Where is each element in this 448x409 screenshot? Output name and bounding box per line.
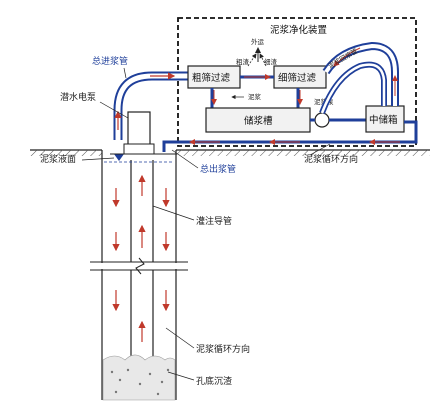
submersible-pump-label: 潜水电泵	[60, 91, 96, 103]
ground-hatch-right	[176, 150, 430, 156]
coarse-residue-label: 粗渣	[236, 57, 250, 66]
circulation-direction-bottom-label: 泥浆循环方向	[196, 343, 250, 355]
fine-screen-label: 细筛过滤	[278, 72, 317, 84]
break-zigzag	[135, 257, 145, 275]
intermediate-tank-box	[365, 105, 405, 133]
slurry-surface-label: 泥浆液面	[40, 153, 76, 165]
ground-hatch-left	[30, 150, 102, 156]
tremie-pipe-label: 灌注导管	[196, 215, 232, 227]
slurry-pump-circle	[314, 112, 330, 128]
slurry-tank-label: 储浆槽	[244, 115, 273, 127]
bottom-sediment-label: 孔底沉渣	[196, 375, 232, 387]
fine-residue-label: 细渣	[264, 57, 278, 66]
purification-device-label: 泥浆净化装置	[270, 24, 327, 36]
circulation-direction-top-label: 泥浆循环方向	[304, 153, 358, 165]
intermediate-tank-label: 中储箱	[369, 114, 398, 126]
total-outlet-pipe	[162, 120, 418, 152]
coarse-screen-label: 粗筛过滤	[192, 72, 231, 84]
slurry-small-label: 泥浆	[248, 92, 262, 101]
slurry-tank-box	[205, 107, 311, 133]
slurry-surface-marker	[114, 154, 124, 161]
submersible-pump-body	[127, 111, 151, 147]
export-label: 外运	[251, 37, 265, 46]
total-inlet-pipe-label: 总进浆管	[92, 55, 128, 67]
submersible-pump-base	[123, 143, 155, 155]
bottom-sediment-fill	[102, 354, 176, 401]
total-outlet-pipe-label: 总出浆管	[200, 163, 236, 175]
purification-device-frame	[177, 17, 417, 147]
